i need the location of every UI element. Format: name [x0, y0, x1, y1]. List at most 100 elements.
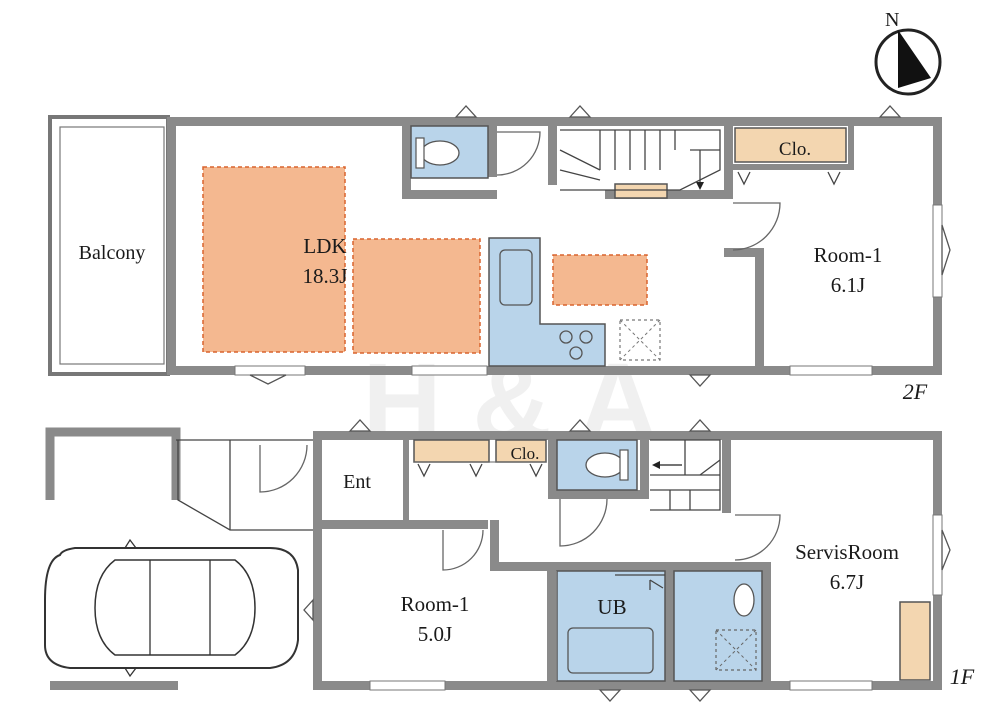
floor-2f: Balcony LDK 18.3J Clo. Room-1 6.1J 2F: [48, 105, 951, 404]
wall-1f-left: [313, 431, 322, 690]
wall-2f-room1-left-b: [724, 248, 764, 257]
wall-2f-wc-bottom: [402, 190, 497, 199]
room1-2f-door: [732, 202, 781, 251]
vent-1f-4: [598, 689, 622, 702]
gate-door: [259, 444, 308, 493]
floor-1f: Ent Clo. Room-1 5.0J UB ServisRoom 6.7J …: [44, 419, 975, 702]
floor-2f-label: 2F: [903, 379, 928, 404]
wall-2f-left: [167, 117, 176, 375]
wall-1f-room1-right: [547, 570, 556, 690]
wall-2f-bottom: [167, 366, 942, 375]
car-icon: [44, 538, 299, 678]
closet-2f-label: Clo.: [779, 139, 811, 160]
wall-1f-top: [313, 431, 942, 440]
wall-1f-stair-left: [640, 440, 649, 499]
stove-icon: [559, 330, 593, 360]
kitchen-sink-icon: [499, 249, 533, 306]
wall-1f-toilet-left: [548, 440, 557, 495]
service-room-door: [734, 514, 781, 561]
wall-1f-bottom: [313, 681, 942, 690]
room1-1f-door: [442, 529, 484, 571]
closet-1f-label: Clo.: [511, 444, 540, 463]
vent-1f-7: [303, 598, 314, 622]
service-room-name: ServisRoom: [795, 540, 899, 564]
ldk-size: 18.3J: [303, 264, 348, 288]
wall-1f-service-left-a: [722, 431, 731, 513]
room1-1f-name: Room-1: [401, 592, 470, 616]
floor-1f-label: 1F: [950, 664, 975, 689]
entrance-label: Ent: [343, 471, 371, 493]
room1-1f-size: 5.0J: [418, 622, 452, 646]
room1-2f-size: 6.1J: [831, 273, 865, 297]
vent-2f-1: [454, 105, 478, 118]
wall-2f-room1-left-a: [724, 117, 733, 199]
window-2f-bottom-2: [411, 365, 488, 376]
wall-2f-closet-bottom: [733, 164, 848, 170]
approach-lines: [176, 439, 318, 531]
vent-2f-2: [568, 105, 592, 118]
vent-2f-6: [249, 374, 287, 385]
washbasin-icon: [733, 583, 755, 617]
bathtub-icon: [567, 627, 654, 674]
service-room-size: 6.7J: [830, 570, 864, 594]
washroom: [673, 570, 763, 682]
vent-1f-5: [688, 689, 712, 702]
washing-machine-space: [715, 629, 757, 671]
toilet-2f-tank: [415, 137, 425, 169]
toilet-1f-tank: [619, 449, 629, 481]
unit-bath-label: UB: [597, 595, 626, 619]
wall-2f-room1-left-c: [755, 248, 764, 375]
wall-2f-stair-left: [548, 117, 557, 185]
window-1f-right: [932, 514, 943, 596]
wall-1f-ent-bottom: [313, 520, 488, 529]
window-1f-bottom-1: [369, 680, 446, 691]
stairs-2f: [559, 129, 721, 191]
toilet-2f-icon: [420, 140, 460, 166]
wall-2f-wc-left: [402, 117, 411, 199]
service-room-shelf: [899, 601, 931, 681]
room1-2f-name: Room-1: [814, 243, 883, 267]
north-arrow-icon: [898, 30, 931, 88]
wall-1f-ent-right: [403, 440, 409, 520]
toilet-2f-door: [496, 131, 541, 176]
closet-1f-door-marks: [417, 463, 543, 478]
ldk-dining-area: [352, 238, 481, 354]
stair-landing-shelf: [614, 183, 668, 199]
vent-1f-6: [941, 529, 951, 571]
bath-door: [615, 574, 665, 590]
vent-2f-5: [941, 224, 951, 276]
wall-2f-closet-right: [848, 126, 854, 170]
wall-1f-hall-bottom: [490, 520, 499, 570]
carport-outline: [45, 427, 181, 500]
balcony-inner: [59, 126, 165, 365]
wall-1f-service-left-b: [762, 562, 771, 690]
compass: N: [874, 9, 942, 96]
wall-1f-bath-mid: [665, 570, 674, 690]
window-2f-bottom-3: [789, 365, 873, 376]
ldk-name: LDK: [303, 234, 346, 258]
wall-1f-toilet-bottom: [548, 490, 643, 499]
toilet-1f-door: [559, 498, 608, 547]
carport-ground-bar: [50, 681, 178, 690]
vent-2f-4: [688, 374, 712, 387]
vent-1f-1: [348, 419, 372, 432]
window-2f-bottom-1: [234, 365, 306, 376]
wall-2f-wc-right: [488, 117, 497, 177]
north-label: N: [885, 9, 899, 31]
window-2f-right: [932, 204, 943, 298]
wall-1f-hall-bottom-2: [490, 562, 770, 571]
fridge-space: [619, 319, 661, 361]
ldk-sofa-area: [202, 166, 346, 353]
ldk-table: [552, 254, 648, 306]
closet-2f: [734, 127, 847, 163]
window-1f-bottom-2: [789, 680, 873, 691]
closet-2f-door-marks: [737, 171, 841, 186]
vent-2f-3: [878, 105, 902, 118]
stairs-1f: [650, 439, 721, 511]
balcony-label: Balcony: [79, 242, 146, 264]
closet-1f-a: [413, 439, 490, 463]
vent-1f-3: [688, 419, 712, 432]
vent-1f-2: [568, 419, 592, 432]
toilet-1f-icon: [585, 452, 625, 478]
